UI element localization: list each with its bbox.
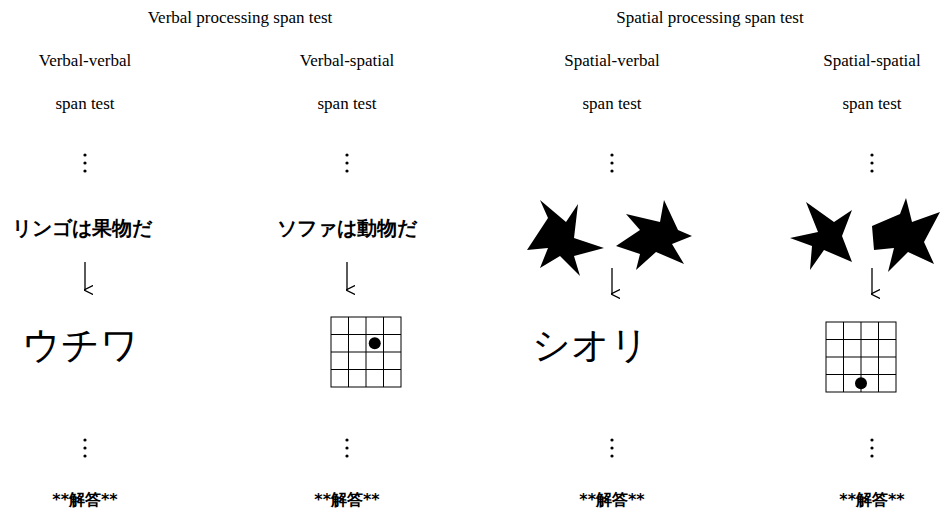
sentence-item: ソファは動物だ — [277, 216, 417, 240]
group-heading: Verbal processing span test — [148, 8, 333, 28]
grid — [331, 317, 401, 387]
answer-prompt: **解答** — [579, 490, 644, 509]
ellipsis-dots — [83, 438, 873, 457]
answer-prompt: **解答** — [314, 490, 379, 509]
grid — [826, 322, 896, 392]
ellipsis-dots — [83, 153, 873, 172]
column-heading: Spatial-verbal span test — [550, 39, 675, 125]
answer-prompt: **解答** — [839, 490, 904, 509]
jagged-figure — [790, 198, 940, 272]
grid-dot — [369, 337, 381, 349]
grid-dot — [855, 377, 867, 389]
memory-word: シオリ — [532, 323, 649, 369]
column-heading: Spatial-spatial span test — [810, 39, 935, 125]
down-arrow — [85, 262, 872, 294]
answer-prompt: **解答** — [52, 490, 117, 509]
column-heading: Verbal-verbal span test — [23, 39, 148, 125]
jagged-figure — [527, 200, 692, 276]
memory-word: ウチワ — [22, 323, 139, 369]
column-heading: Verbal-spatial span test — [285, 39, 410, 125]
sentence-item: リンゴは果物だ — [12, 216, 152, 240]
group-heading: Spatial processing span test — [616, 8, 803, 28]
